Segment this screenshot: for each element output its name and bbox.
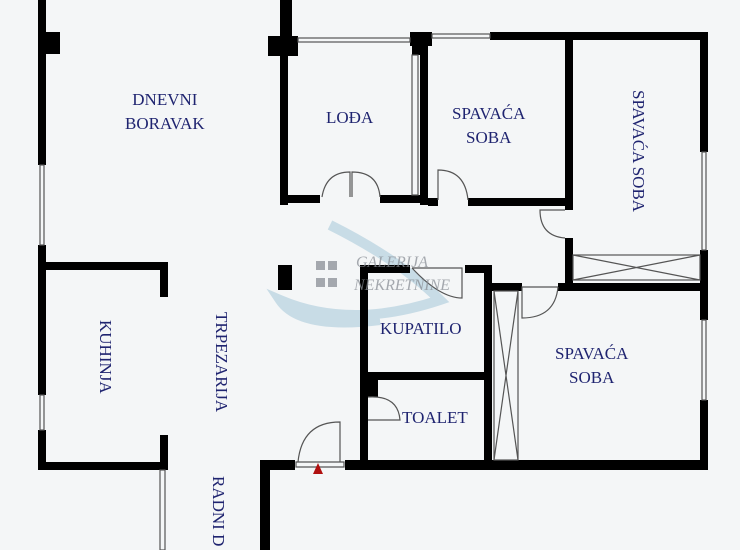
room-label: SOBA bbox=[569, 368, 615, 387]
room-spavaca-soba-1: SPAVAĆA SOBA bbox=[452, 102, 525, 150]
room-spavaca-soba-2: SPAVAĆA SOBA bbox=[629, 90, 648, 213]
room-label: SOBA bbox=[466, 128, 512, 147]
room-label: SPAVAĆA bbox=[555, 344, 629, 363]
watermark-line-2: NEKRETNINE bbox=[354, 277, 451, 294]
room-label: BORAVAK bbox=[125, 114, 205, 133]
watermark-squares-icon bbox=[316, 261, 337, 287]
room-label: DNEVNI bbox=[132, 90, 198, 109]
room-spavaca-soba-3: SPAVAĆA SOBA bbox=[555, 342, 628, 390]
room-dnevni-boravak: DNEVNI BORAVAK bbox=[125, 88, 205, 136]
room-radni: RADNI D bbox=[209, 476, 228, 547]
room-loda: LOĐA bbox=[326, 108, 374, 127]
room-kuhinja: KUHINJA bbox=[96, 320, 115, 394]
room-trpezarija: TRPEZARIJA bbox=[212, 312, 231, 413]
room-kupatilo: KUPATILO bbox=[380, 319, 462, 338]
watermark-line-1: GALERIJA bbox=[356, 254, 428, 271]
windows-doors bbox=[39, 33, 707, 550]
entrance-marker-icon bbox=[313, 463, 323, 474]
room-label: SPAVAĆA bbox=[452, 104, 526, 123]
room-toalet: TOALET bbox=[402, 408, 468, 427]
walls bbox=[38, 0, 708, 550]
